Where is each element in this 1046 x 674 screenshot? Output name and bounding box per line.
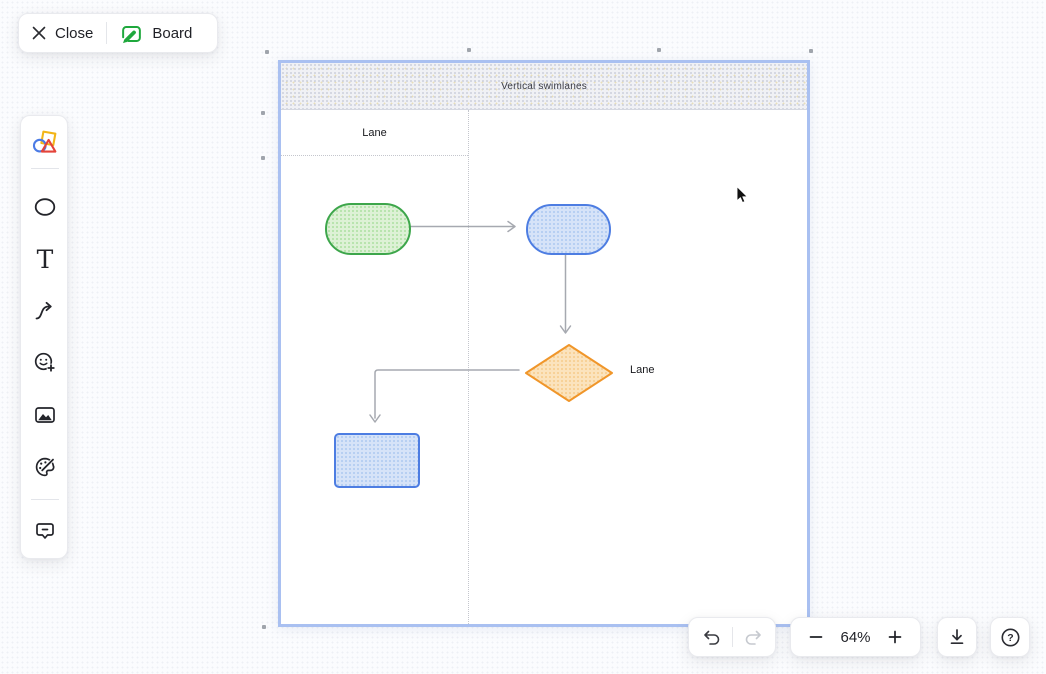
text-tool-icon: T: [36, 244, 54, 274]
connector-tool-button[interactable]: [27, 293, 63, 329]
redo-icon: [743, 627, 763, 647]
palette-icon: [33, 455, 57, 479]
lane-1-header[interactable]: Lane: [281, 110, 468, 156]
zoom-level[interactable]: 64%: [840, 628, 871, 646]
board-label: Board: [152, 24, 193, 42]
tool-palette: T: [20, 115, 68, 559]
image-icon: [33, 403, 57, 427]
plus-icon: [887, 629, 903, 645]
lane-1-label: Lane: [362, 126, 387, 139]
text-tool-button[interactable]: T: [27, 241, 63, 277]
history-controls: [688, 617, 776, 657]
minus-icon: [808, 629, 824, 645]
comment-icon: [33, 519, 57, 543]
lane-divider-line[interactable]: [468, 110, 469, 624]
shapes-icon: [32, 129, 59, 155]
board-button[interactable]: Board: [120, 22, 192, 45]
connector-diamond-to-rect[interactable]: [369, 369, 520, 423]
zoom-controls: 64%: [790, 617, 921, 657]
swimlane-frame[interactable]: Vertical swimlanes Lane: [261, 48, 813, 629]
swimlane-title: Vertical swimlanes: [501, 80, 587, 92]
resize-handle-bottom-left[interactable]: [262, 625, 266, 629]
emoji-tool-button[interactable]: [27, 345, 63, 381]
ellipse-tool-button[interactable]: [27, 189, 63, 225]
help-glyph: ?: [1007, 632, 1013, 644]
zoom-out-button[interactable]: [804, 625, 828, 649]
history-divider: [731, 627, 733, 647]
connector-layer: [369, 220, 572, 423]
shape-process-rect[interactable]: [334, 433, 420, 488]
resize-handle-top-col2[interactable]: [657, 48, 661, 52]
shape-terminator-green[interactable]: [325, 203, 411, 255]
resize-handle-left-row2[interactable]: [261, 156, 265, 160]
draw-tool-button[interactable]: [27, 449, 63, 485]
ellipse-icon: [33, 195, 57, 219]
top-toolbar: Close Board: [18, 13, 218, 53]
connector-blue-to-diamond[interactable]: [559, 254, 572, 334]
help-button[interactable]: ?: [991, 618, 1029, 656]
download-button[interactable]: [938, 618, 976, 656]
topbar-divider: [106, 22, 108, 44]
shape-templates-button[interactable]: [27, 124, 63, 160]
undo-button[interactable]: [692, 618, 732, 656]
download-card: [937, 617, 977, 657]
emoji-plus-icon: [33, 351, 57, 375]
toolbar-divider-2: [31, 499, 59, 500]
image-tool-button[interactable]: [27, 397, 63, 433]
zoom-in-button[interactable]: [883, 625, 907, 649]
swimlane-header[interactable]: Vertical swimlanes: [281, 63, 807, 110]
connector-green-to-blue[interactable]: [410, 220, 516, 233]
undo-icon: [702, 627, 722, 647]
shape-decision-diamond[interactable]: [524, 343, 614, 403]
close-label: Close: [55, 24, 94, 42]
close-button[interactable]: Close: [32, 25, 93, 42]
comment-tool-button[interactable]: [27, 513, 63, 549]
toolbar-divider: [31, 168, 59, 169]
redo-button[interactable]: [733, 618, 773, 656]
help-icon: ?: [1000, 627, 1021, 648]
download-icon: [947, 627, 967, 647]
resize-handle-top-right[interactable]: [809, 49, 813, 53]
help-card: ?: [990, 617, 1030, 657]
close-icon: [32, 26, 46, 40]
resize-handle-top-left[interactable]: [265, 50, 269, 54]
board-icon: [120, 22, 143, 45]
shape-terminator-blue[interactable]: [526, 204, 611, 255]
resize-handle-left-row1[interactable]: [261, 111, 265, 115]
connector-icon: [33, 299, 57, 323]
resize-handle-top-col1[interactable]: [467, 48, 471, 52]
lane-2-label[interactable]: Lane: [630, 364, 655, 376]
